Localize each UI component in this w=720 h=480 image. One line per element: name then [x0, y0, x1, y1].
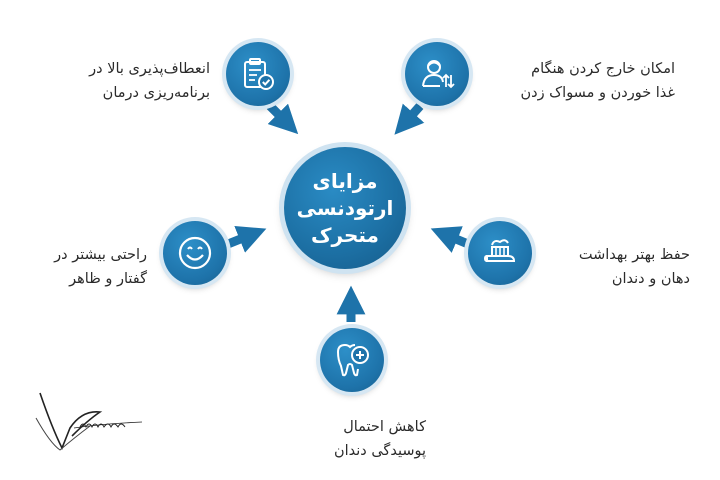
toothbrush-icon: [483, 239, 516, 262]
arrow-top-left: [266, 102, 299, 135]
clipboard-check-icon: [244, 58, 274, 90]
label-comfort: راحتی بیشتر در گفتار و ظاهر: [54, 243, 147, 291]
label-hygiene-line2: دهان و دندان: [611, 271, 690, 287]
center-title-line3: متحرک: [311, 222, 379, 247]
person-removal-icon: [422, 60, 455, 89]
label-decay: کاهش احتمال پوسیدگی دندان: [334, 415, 426, 463]
arrow-left: [226, 225, 267, 253]
tooth-plus-icon: [337, 343, 369, 377]
node-flexibility: [226, 42, 290, 106]
label-flexibility: انعطاف‌پذیری بالا در برنامه‌ریزی درمان: [89, 57, 210, 105]
node-hygiene: [468, 221, 532, 285]
label-comfort-line1: راحتی بیشتر در: [54, 247, 147, 263]
node-decay: [320, 328, 384, 392]
label-hygiene: حفظ بهتر بهداشت دهان و دندان: [579, 243, 690, 291]
center-circle: مزایای ارتودنسی متحرک: [284, 147, 406, 269]
label-removable-line2: غذا خوردن و مسواک زدن: [520, 85, 675, 101]
label-comfort-line2: گفتار و ظاهر: [69, 271, 147, 287]
label-hygiene-line1: حفظ بهتر بهداشت: [578, 247, 690, 263]
arrow-top-right: [394, 103, 425, 135]
smiley-face-icon: [178, 236, 212, 270]
label-removable: امکان خارج کردن هنگام غذا خوردن و مسواک …: [520, 57, 675, 105]
node-removable: [405, 42, 469, 106]
signature-logo: [35, 392, 143, 451]
center-title: مزایای ارتودنسی متحرک: [290, 168, 400, 249]
arrow-right: [430, 226, 470, 253]
label-removable-line1: امکان خارج کردن هنگام: [531, 61, 675, 77]
label-flexibility-line1: انعطاف‌پذیری بالا در: [89, 61, 210, 77]
label-decay-line1: کاهش احتمال: [343, 419, 426, 435]
center-title-line1: مزایای: [312, 168, 378, 193]
center-title-line2: ارتودنسی: [296, 195, 394, 220]
label-flexibility-line2: برنامه‌ریزی درمان: [102, 85, 210, 101]
label-decay-line2: پوسیدگی دندان: [333, 443, 426, 459]
node-comfort: [163, 221, 227, 285]
